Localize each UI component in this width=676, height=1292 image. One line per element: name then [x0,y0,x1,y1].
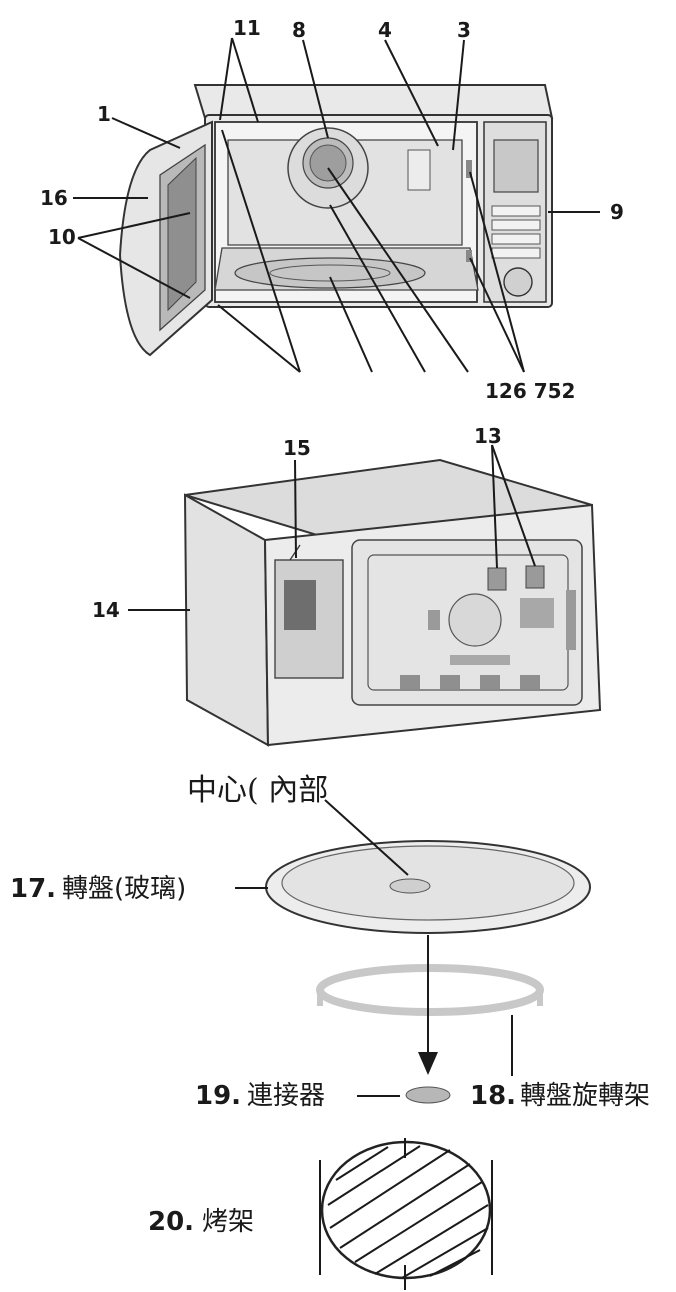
center-label: 中心( 內部 [187,773,328,808]
turntable-number: 17. [10,874,56,904]
ring-label: 轉盤旋轉架 [520,1081,650,1111]
label-15: 15 [283,436,311,460]
label-1: 1 [97,102,111,126]
rack-label: 烤架 [202,1207,254,1237]
label-4: 4 [378,18,392,42]
label-10: 10 [48,225,76,249]
label-126-752: 126 752 [485,379,575,403]
turntable-label: 轉盤(玻璃) [62,874,186,904]
ring-number: 18. [470,1081,516,1111]
label-14: 14 [92,598,120,622]
label-16: 16 [40,186,68,210]
label-8: 8 [292,18,306,42]
coupler-label: 連接器 [247,1081,325,1111]
accessory-labels: 中心( 內部 17. 轉盤(玻璃) 19. 連接器 18. 轉盤旋轉架 20. … [10,773,650,1237]
rear-view-illustration [185,460,600,745]
label-3: 3 [457,18,471,42]
label-11: 11 [233,16,261,40]
accessories-illustration [266,841,590,1290]
front-view-illustration [120,85,552,355]
label-9: 9 [610,200,624,224]
coupler-number: 19. [195,1081,241,1111]
rack-number: 20. [148,1207,194,1237]
label-13: 13 [474,424,502,448]
